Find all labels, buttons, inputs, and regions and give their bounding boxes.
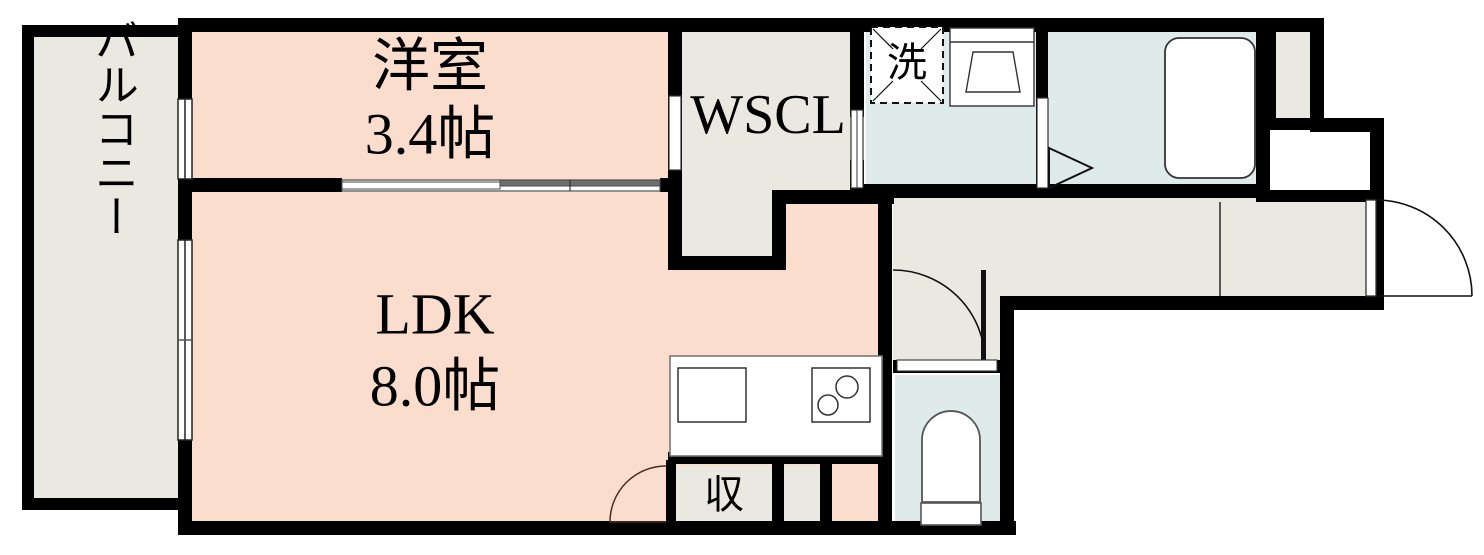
balcony-label: バルコニー (88, 18, 137, 238)
wscl-door-group[interactable] (179, 95, 864, 189)
wscl-door-left[interactable] (668, 95, 682, 171)
wall-group-interior (190, 22, 1324, 535)
hallway-door-threshold (896, 359, 998, 372)
wall-partition-bedroom-ldk (190, 178, 342, 192)
wall-balcony-top (22, 25, 188, 37)
wall-washroom-bottom (862, 184, 1264, 198)
toilet-fixture (920, 410, 982, 526)
bedroom-area-label: 3.4帖 (365, 101, 496, 166)
room-fill-wscl (678, 22, 862, 262)
wall-left-upper (178, 25, 192, 103)
wall-entrance-bottom (1256, 296, 1384, 310)
entry-door-swing[interactable] (1365, 199, 1473, 297)
ldk-area-label: 8.0帖 (370, 353, 501, 418)
sliding-panel-right[interactable] (499, 179, 661, 187)
wm-corner-tick-br (920, 80, 942, 102)
sliding-panel-left[interactable] (341, 181, 501, 190)
window-group-balcony (177, 98, 193, 441)
wm-corner-tick-tr (920, 28, 942, 50)
kitchen-counter (669, 355, 883, 457)
wall-washroom-bath-upper (1036, 22, 1048, 98)
wall-left-middle (178, 175, 192, 245)
wall-group-outer (22, 18, 1384, 535)
closet-label: 収 (704, 472, 744, 517)
closet-door-arc (609, 465, 667, 523)
bathroom-folding-door[interactable] (1036, 97, 1095, 190)
bathroom-door-swing-marker (1048, 146, 1095, 190)
sliding-door-partition[interactable] (341, 179, 661, 192)
room-fill-hallway (893, 198, 1370, 370)
hallway-door-to-ldk[interactable] (892, 269, 998, 372)
stove-burner-1 (817, 394, 839, 416)
wm-corner-tick-bl (872, 80, 894, 102)
wall-balcony-bottom (22, 498, 188, 510)
room-fill-balcony (30, 25, 185, 505)
entry-door-panel[interactable] (1365, 199, 1377, 297)
toilet-tank (920, 502, 982, 526)
wall-upper-right-storage-bottom (1264, 118, 1324, 130)
wall-right-mid-horizontal (1256, 190, 1384, 202)
kitchen-sink (677, 367, 747, 423)
wall-closet-right (772, 460, 784, 532)
wall-balcony-left (22, 25, 34, 510)
vanity-basin (965, 51, 1021, 93)
bathtub (1164, 37, 1256, 179)
wall-closet-far-right (820, 460, 832, 532)
entry-door-arc (1375, 199, 1473, 297)
wall-bottom-left (178, 521, 878, 535)
wall-wscl-bottom-right (772, 190, 786, 270)
wall-wscl-bottom (668, 256, 786, 270)
wall-upper-right-storage-left (1264, 22, 1276, 128)
wall-right-step-top (1310, 118, 1384, 132)
wall-left-lower (178, 435, 192, 533)
wall-bedroom-top (178, 18, 878, 32)
washroom-label: 洗 (887, 40, 927, 85)
wall-hallway-step (1000, 296, 1014, 374)
washing-machine-pan: 洗 (870, 26, 944, 104)
bathtub-outline (1164, 37, 1256, 179)
wall-toilet-right (1000, 370, 1014, 535)
wscl-label: WSCL (690, 84, 846, 146)
room-fill-bedroom (190, 22, 675, 184)
bathroom-door-panel[interactable] (1036, 97, 1049, 189)
bedroom-label: 洋室 (372, 33, 488, 98)
hallway-door-panel[interactable] (981, 270, 986, 362)
vanity-sink (949, 27, 1035, 107)
wall-right-upper (1310, 18, 1324, 128)
stove-burner-2 (835, 375, 859, 399)
toilet-bowl (921, 410, 981, 503)
ldk-label: LDK (375, 281, 494, 346)
wall-hallway-bottom-right (1008, 296, 1262, 310)
wm-corner-tick-tl (872, 28, 894, 50)
wall-closet-left (666, 460, 676, 532)
wall-wscl-right-upper (850, 22, 864, 117)
closet-door-swing[interactable] (609, 465, 667, 523)
